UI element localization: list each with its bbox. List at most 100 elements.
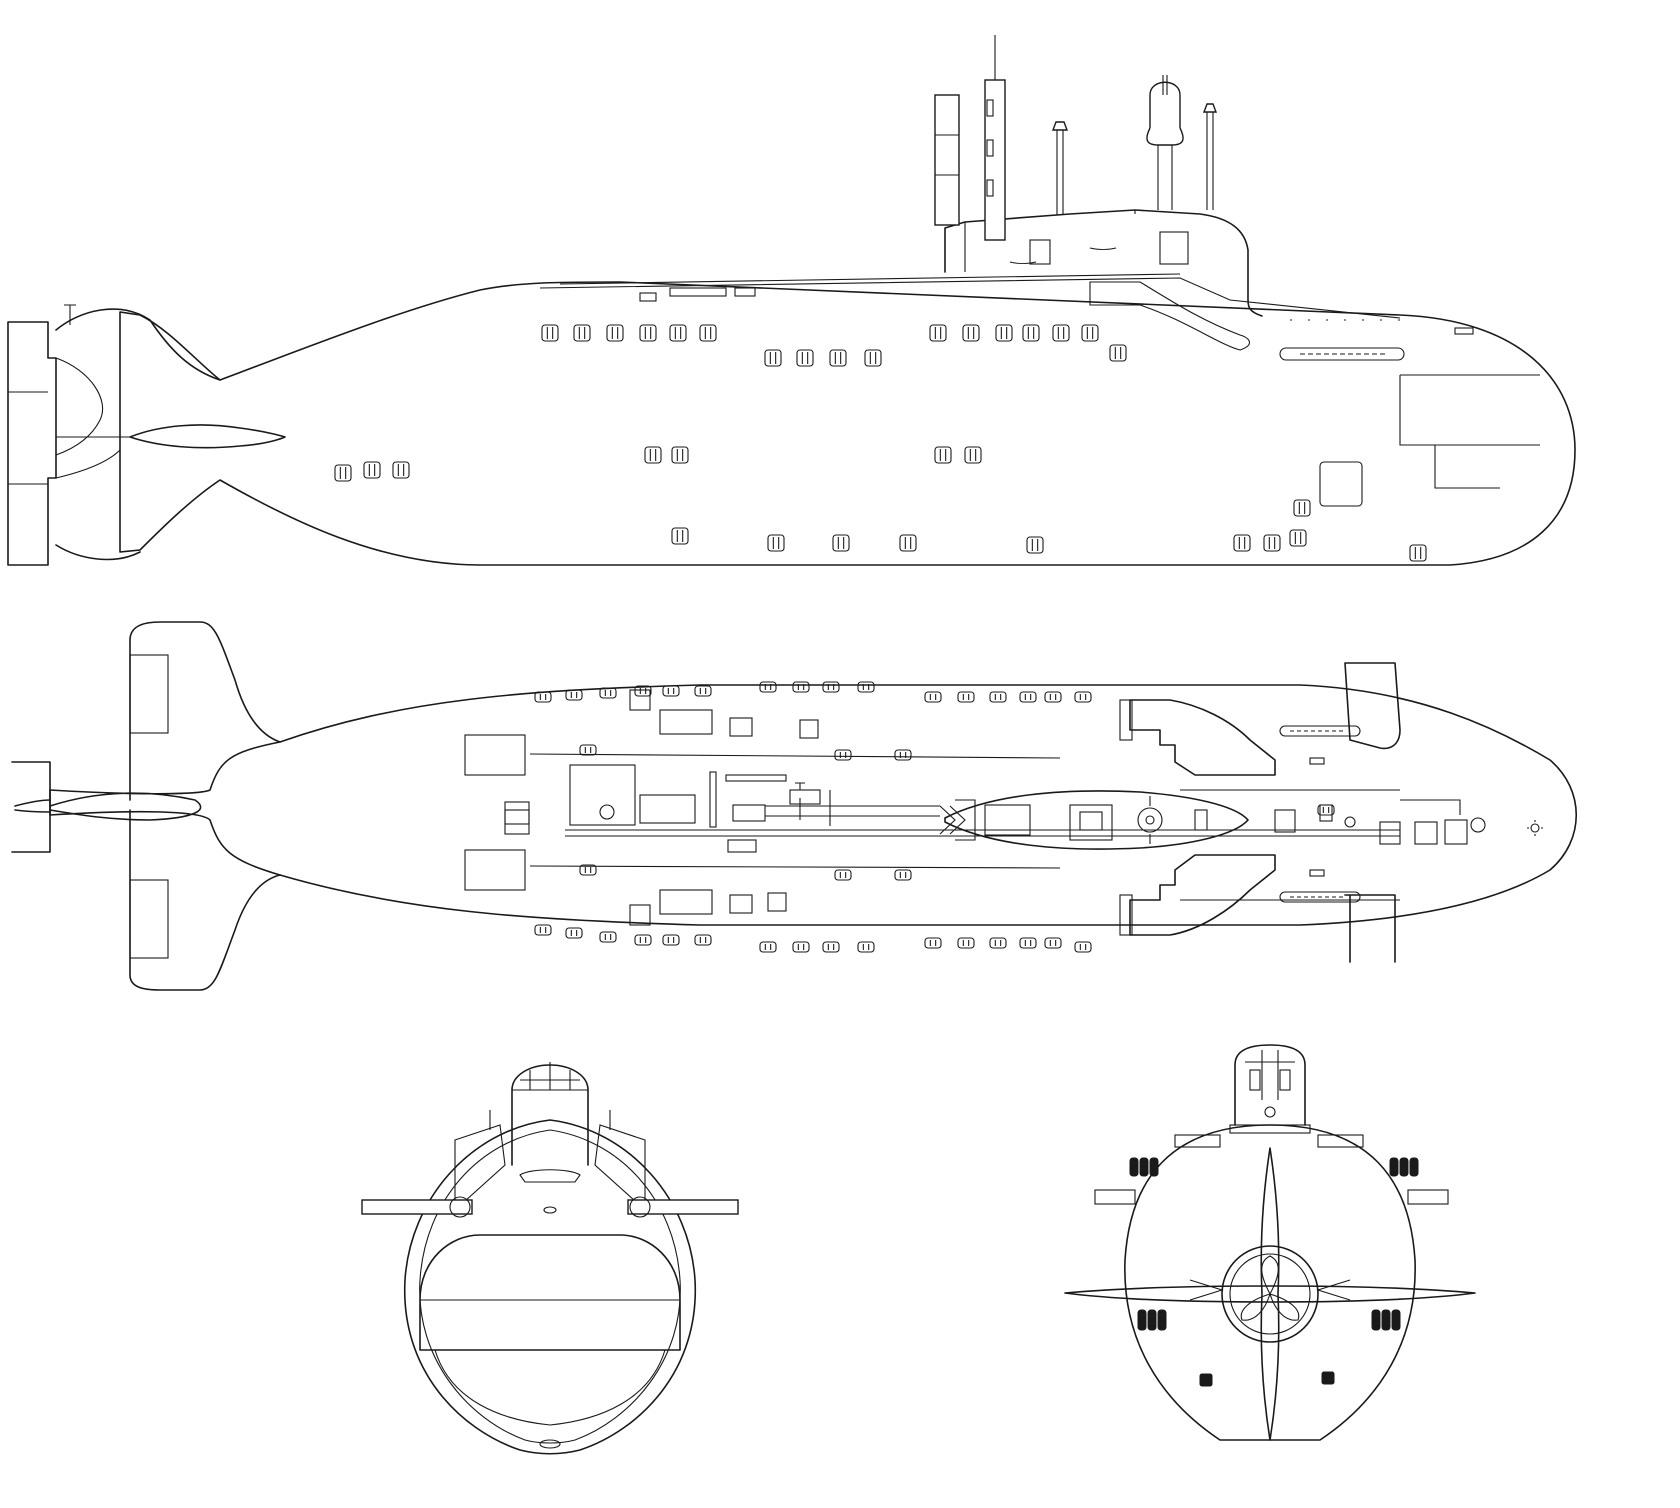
bow-sonar-window xyxy=(419,1234,681,1351)
flood-hole xyxy=(1026,536,1044,554)
flood-hole xyxy=(957,691,975,703)
flood-hole xyxy=(864,349,882,367)
flood-hole xyxy=(606,324,624,342)
flood-hole xyxy=(957,937,975,949)
side-masts xyxy=(934,35,1218,241)
flood-hole xyxy=(924,937,942,949)
plan-upper-stern-fin xyxy=(129,621,281,801)
flood-hole xyxy=(1233,534,1251,552)
flood-hole xyxy=(1081,324,1099,342)
stern-rear-view xyxy=(1064,1044,1476,1441)
bow-hull-outline xyxy=(404,1119,696,1455)
flood-hole xyxy=(1044,691,1062,703)
side-rudder xyxy=(7,321,57,566)
flood-hole xyxy=(894,749,912,761)
flood-hole xyxy=(1074,691,1092,703)
flood-hole xyxy=(599,931,617,943)
bow-front-view xyxy=(361,1062,739,1455)
flood-hole xyxy=(964,446,982,464)
flood-hole xyxy=(662,934,680,946)
plan-flood-holes xyxy=(534,681,1335,953)
flood-hole xyxy=(834,869,852,881)
flood-hole xyxy=(573,324,591,342)
plan-bow-plane-upper xyxy=(1129,699,1276,776)
flood-hole xyxy=(1074,941,1092,953)
flood-hole xyxy=(829,349,847,367)
stern-propeller-ring xyxy=(1221,1245,1319,1343)
flood-hole xyxy=(989,937,1007,949)
flood-hole xyxy=(792,681,810,693)
plan-bow-plane-lower xyxy=(1129,854,1276,936)
bow-plane-left xyxy=(361,1199,473,1215)
flood-hole xyxy=(392,461,410,479)
flood-hole xyxy=(989,691,1007,703)
flood-hole xyxy=(669,324,687,342)
side-sail xyxy=(944,209,1263,317)
side-deck-line xyxy=(539,277,1401,319)
flood-hole xyxy=(822,681,840,693)
flood-hole xyxy=(1317,804,1335,816)
flood-hole xyxy=(822,941,840,953)
flood-hole xyxy=(1409,544,1427,562)
flood-hole xyxy=(699,324,717,342)
flood-hole xyxy=(792,941,810,953)
flood-hole xyxy=(767,534,785,552)
bow-plane-right xyxy=(627,1199,739,1215)
flood-hole xyxy=(579,744,597,756)
flood-hole xyxy=(534,691,552,703)
flood-hole xyxy=(834,749,852,761)
plan-sail-outline xyxy=(944,790,1249,850)
side-bow-panel xyxy=(1399,374,1540,489)
plan-hull-outline xyxy=(49,684,1578,926)
flood-hole xyxy=(534,924,552,936)
flood-hole xyxy=(1052,324,1070,342)
top-plan-view xyxy=(11,621,1578,991)
side-flood-holes xyxy=(334,324,1427,562)
flood-hole xyxy=(671,446,689,464)
flood-hole xyxy=(1019,937,1037,949)
flood-hole xyxy=(832,534,850,552)
flood-hole xyxy=(962,324,980,342)
stern-horizontal-plane xyxy=(1064,1285,1476,1303)
flood-hole xyxy=(899,534,917,552)
flood-hole xyxy=(796,349,814,367)
flood-hole xyxy=(671,527,689,545)
flood-hole xyxy=(639,324,657,342)
flood-hole xyxy=(599,687,617,699)
stern-sail xyxy=(1234,1044,1306,1126)
flood-hole xyxy=(759,681,777,693)
plan-lower-stern-fin xyxy=(129,809,281,991)
flood-hole xyxy=(694,685,712,697)
flood-hole xyxy=(662,685,680,697)
plan-bow-fin-lower xyxy=(1344,894,1396,963)
flood-hole xyxy=(1022,324,1040,342)
flood-hole xyxy=(1289,529,1307,547)
flood-hole xyxy=(579,864,597,876)
flood-hole xyxy=(565,689,583,701)
stern-propeller-blades xyxy=(1240,1255,1300,1321)
flood-hole xyxy=(634,685,652,697)
side-profile-view xyxy=(7,35,1576,566)
flood-hole xyxy=(1019,691,1037,703)
flood-hole xyxy=(759,941,777,953)
plan-bow-fin-upper xyxy=(1344,662,1401,750)
flood-hole xyxy=(857,681,875,693)
stern-dark-blocks xyxy=(1129,1157,1419,1387)
flood-hole xyxy=(894,869,912,881)
stern-vertical-rudder xyxy=(1260,1147,1280,1441)
flood-hole xyxy=(541,324,559,342)
flood-hole xyxy=(334,464,352,482)
flood-hole xyxy=(1293,499,1311,517)
flood-hole xyxy=(934,446,952,464)
flood-hole xyxy=(924,691,942,703)
plan-mast-arm xyxy=(765,790,976,841)
flood-hole xyxy=(634,934,652,946)
stern-hull-outline xyxy=(1124,1124,1416,1441)
plan-panels xyxy=(464,689,819,926)
flood-hole xyxy=(857,941,875,953)
side-deck-cleats xyxy=(639,287,1474,335)
side-stern-plane xyxy=(129,424,286,449)
flood-hole xyxy=(565,927,583,939)
flood-hole xyxy=(644,446,662,464)
